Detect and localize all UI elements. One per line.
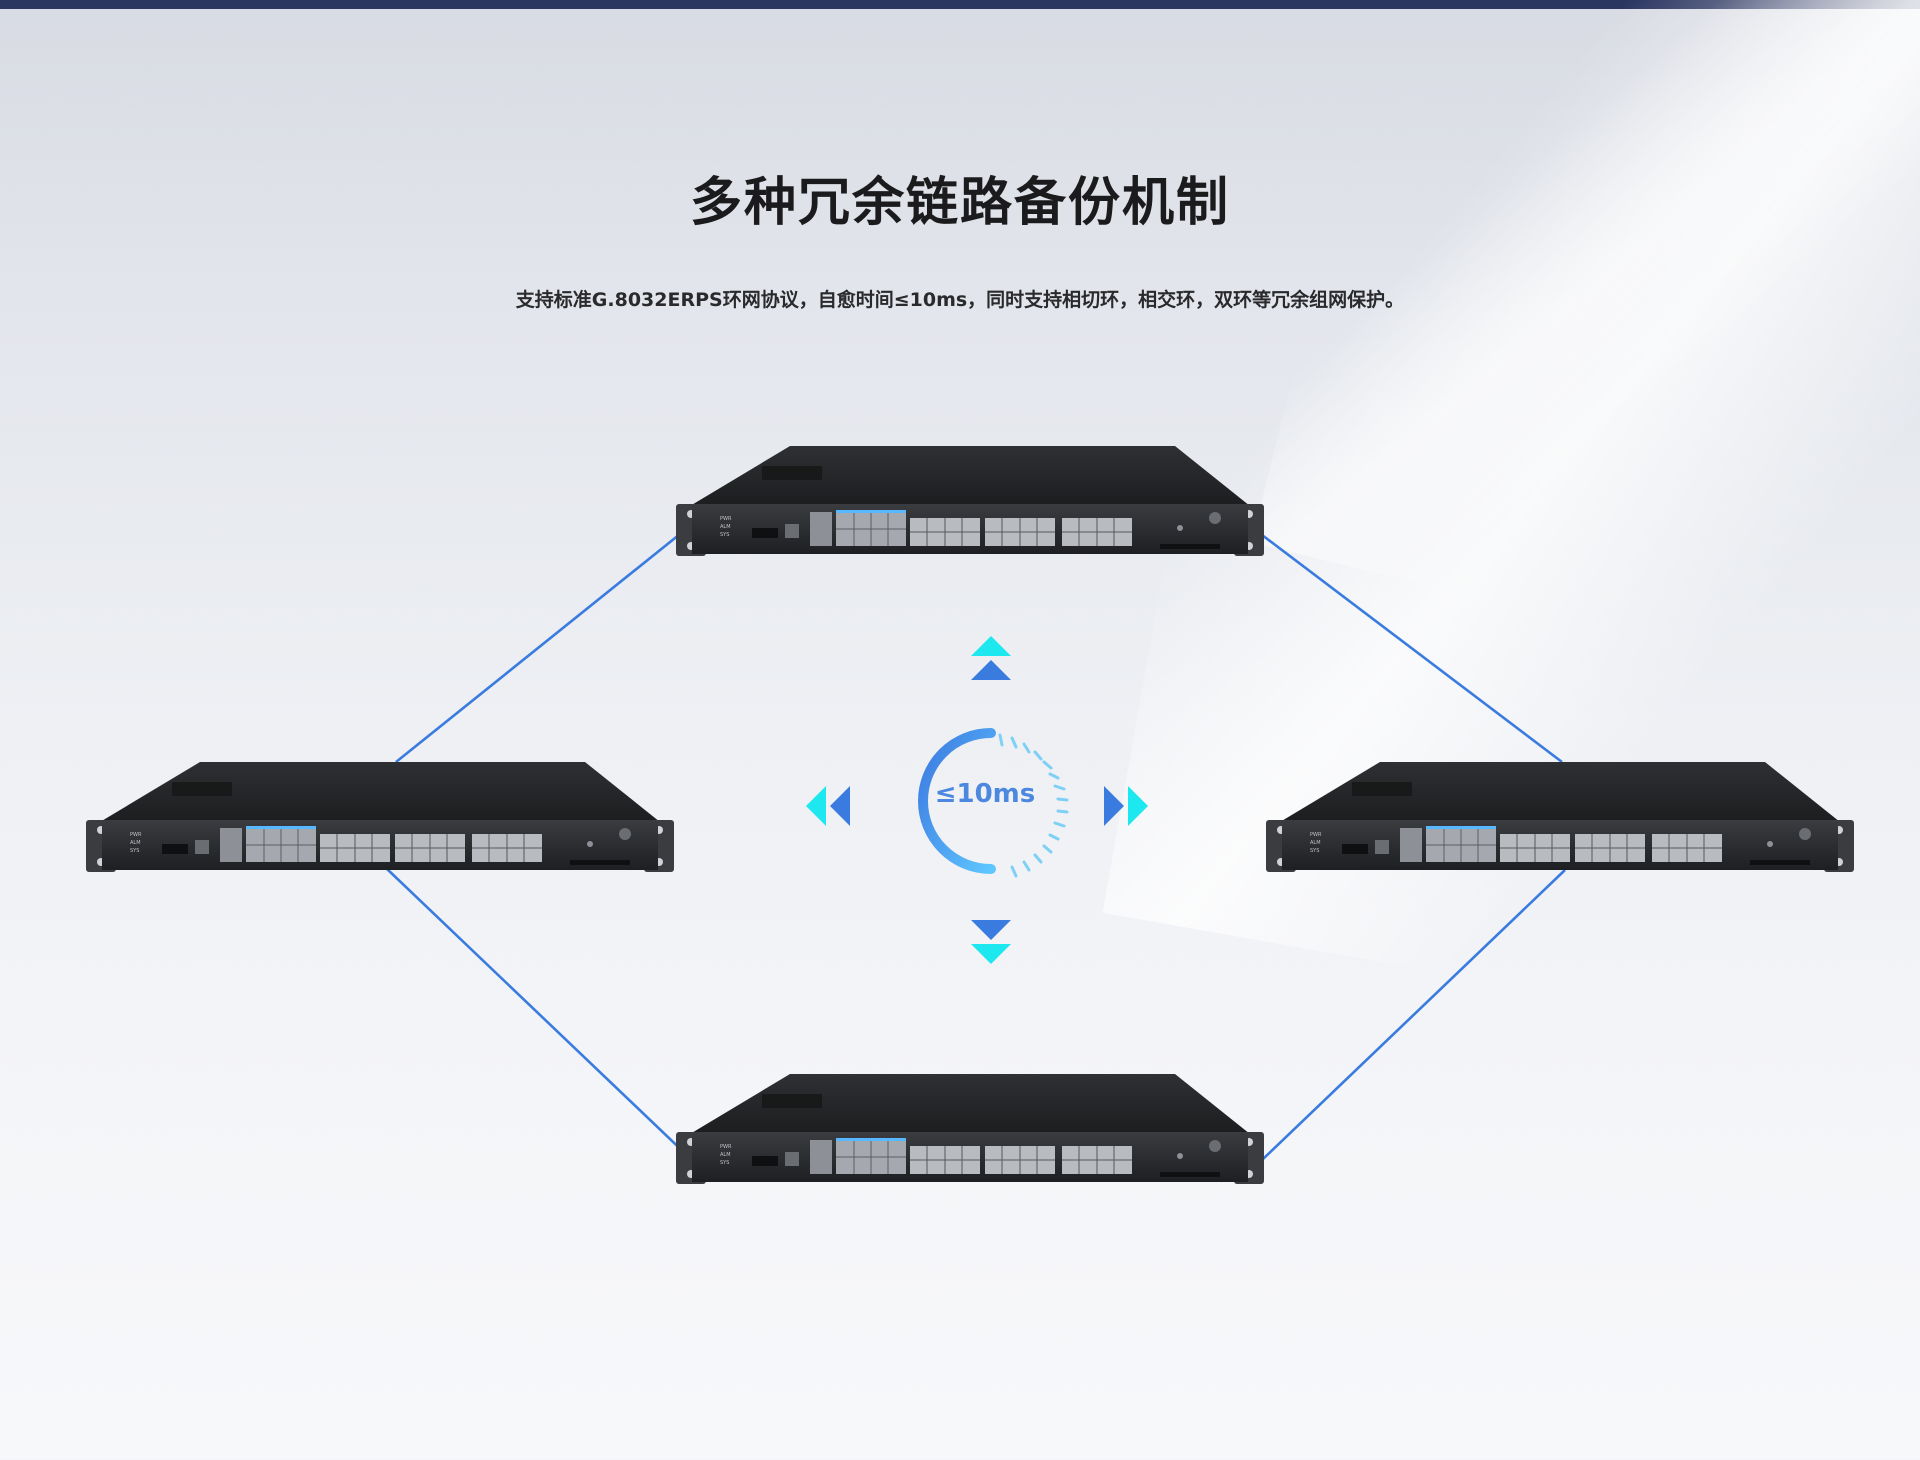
page-subtitle: 支持标准G.8032ERPS环网协议，自愈时间≤10ms，同时支持相切环，相交环… — [515, 289, 1405, 311]
timer-label: ≤10ms — [934, 779, 1036, 809]
link-right-bottom — [1261, 869, 1566, 1161]
arrow-right-icon — [1104, 786, 1148, 826]
timer-ring-icon — [918, 728, 1069, 878]
link-top-right — [1261, 533, 1563, 764]
switch-left — [85, 761, 675, 873]
link-left-bottom — [385, 867, 693, 1161]
switch-bottom — [675, 1073, 1265, 1185]
ring-links — [385, 524, 1566, 1161]
link-left-top — [395, 524, 691, 764]
switch-right — [1265, 761, 1855, 873]
page-title: 多种冗余链路备份机制 — [689, 173, 1230, 233]
top-bar — [0, 0, 1920, 9]
arrow-up-icon — [971, 636, 1011, 680]
switch-top — [675, 445, 1265, 557]
arrow-down-icon — [971, 920, 1011, 964]
arrow-left-icon — [806, 786, 850, 826]
